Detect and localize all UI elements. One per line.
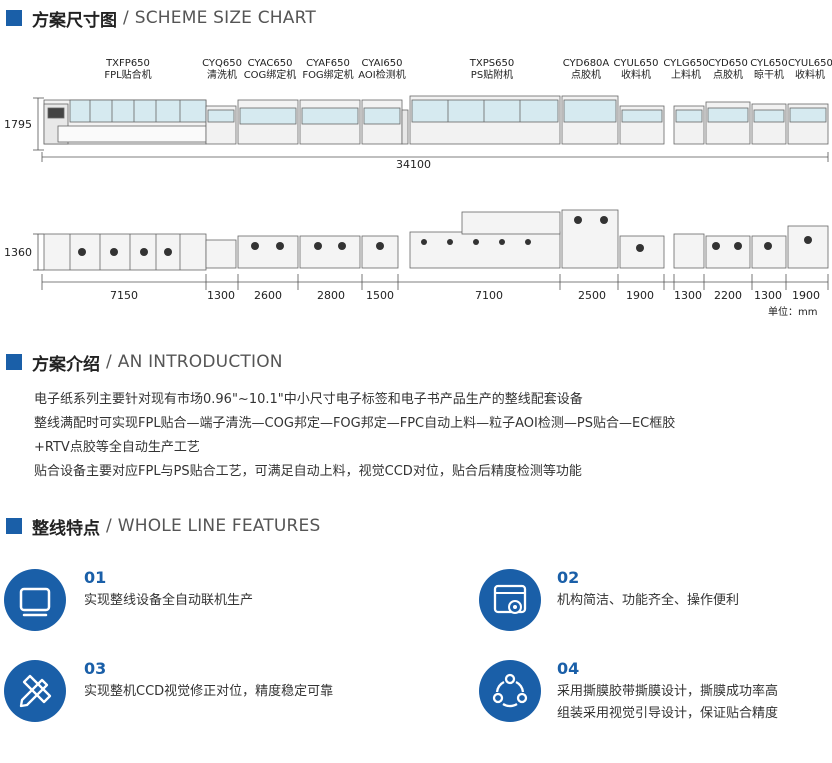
front-height-dim: 1795 bbox=[4, 118, 32, 131]
segment-dim: 2800 bbox=[317, 289, 345, 302]
segment-dim: 2500 bbox=[578, 289, 606, 302]
top-height-dim: 1360 bbox=[4, 246, 32, 259]
section-marker bbox=[6, 10, 22, 26]
section-title-slash: / bbox=[106, 516, 112, 536]
segment-dim: 1300 bbox=[207, 289, 235, 302]
unit-label: 单位：mm bbox=[768, 307, 818, 318]
feature-desc: 组装采用视觉引导设计，保证贴合精度 bbox=[557, 706, 779, 721]
section-title-intro: 方案介绍 / AN INTRODUCTION bbox=[6, 350, 283, 375]
section-title-cn: 方案介绍 bbox=[32, 354, 100, 375]
feature-desc: 机构简洁、功能齐全、操作便利 bbox=[557, 593, 740, 608]
browser-gear-icon bbox=[479, 569, 541, 631]
feature-desc: 实现整线设备全自动联机生产 bbox=[84, 593, 254, 608]
section-title-slash: / bbox=[123, 8, 129, 28]
section-title-slash: / bbox=[106, 352, 112, 372]
section-title-size-chart: 方案尺寸图 / SCHEME SIZE CHART bbox=[6, 6, 316, 31]
intro-line: 整线满配时可实现FPL贴合—端子清洗—COG邦定—FOG邦定—FPC自动上料—粒… bbox=[34, 416, 676, 431]
segment-dim: 2600 bbox=[254, 289, 282, 302]
intro-line: 电子纸系列主要针对现有市场0.96"~10.1"中小尺寸电子标签和电子书产品生产… bbox=[34, 392, 583, 407]
feature-number: 02 bbox=[557, 568, 580, 587]
feature-number: 01 bbox=[84, 568, 107, 587]
section-title-features: 整线特点 / WHOLE LINE FEATURES bbox=[6, 514, 321, 539]
segment-dim: 7100 bbox=[475, 289, 503, 302]
pencil-ruler-icon bbox=[4, 660, 66, 722]
segment-dim: 1300 bbox=[674, 289, 702, 302]
segment-dim: 1900 bbox=[626, 289, 654, 302]
section-title-en: WHOLE LINE FEATURES bbox=[117, 516, 321, 536]
cycle-nodes-icon bbox=[479, 660, 541, 722]
segment-dim: 1300 bbox=[754, 289, 782, 302]
section-title-en: SCHEME SIZE CHART bbox=[134, 8, 316, 28]
segment-dim: 1500 bbox=[366, 289, 394, 302]
intro-line: +RTV点胶等全自动生产工艺 bbox=[34, 440, 200, 455]
segment-dim: 1900 bbox=[792, 289, 820, 302]
section-title-en: AN INTRODUCTION bbox=[117, 352, 283, 372]
section-marker bbox=[6, 518, 22, 534]
feature-number: 03 bbox=[84, 659, 107, 678]
top-view bbox=[43, 209, 829, 271]
intro-text: 电子纸系列主要针对现有市场0.96"~10.1"中小尺寸电子标签和电子书产品生产… bbox=[34, 388, 814, 484]
feature-desc: 采用撕膜胶带撕膜设计，撕膜成功率高 bbox=[557, 684, 779, 699]
section-marker bbox=[6, 354, 22, 370]
total-length-dim: 34100 bbox=[396, 158, 431, 171]
segment-dim: 7150 bbox=[110, 289, 138, 302]
section-title-cn: 整线特点 bbox=[32, 518, 100, 539]
segment-dim: 2200 bbox=[714, 289, 742, 302]
monitor-icon bbox=[4, 569, 66, 631]
section-title-cn: 方案尺寸图 bbox=[32, 10, 117, 31]
feature-number: 04 bbox=[557, 659, 580, 678]
intro-line: 贴合设备主要对应FPL与PS贴合工艺，可满足自动上料，视觉CCD对位，贴合后精度… bbox=[34, 464, 582, 479]
feature-desc: 实现整机CCD视觉修正对位，精度稳定可靠 bbox=[84, 684, 334, 699]
front-view bbox=[43, 95, 829, 145]
line-layout-drawing bbox=[33, 95, 829, 290]
